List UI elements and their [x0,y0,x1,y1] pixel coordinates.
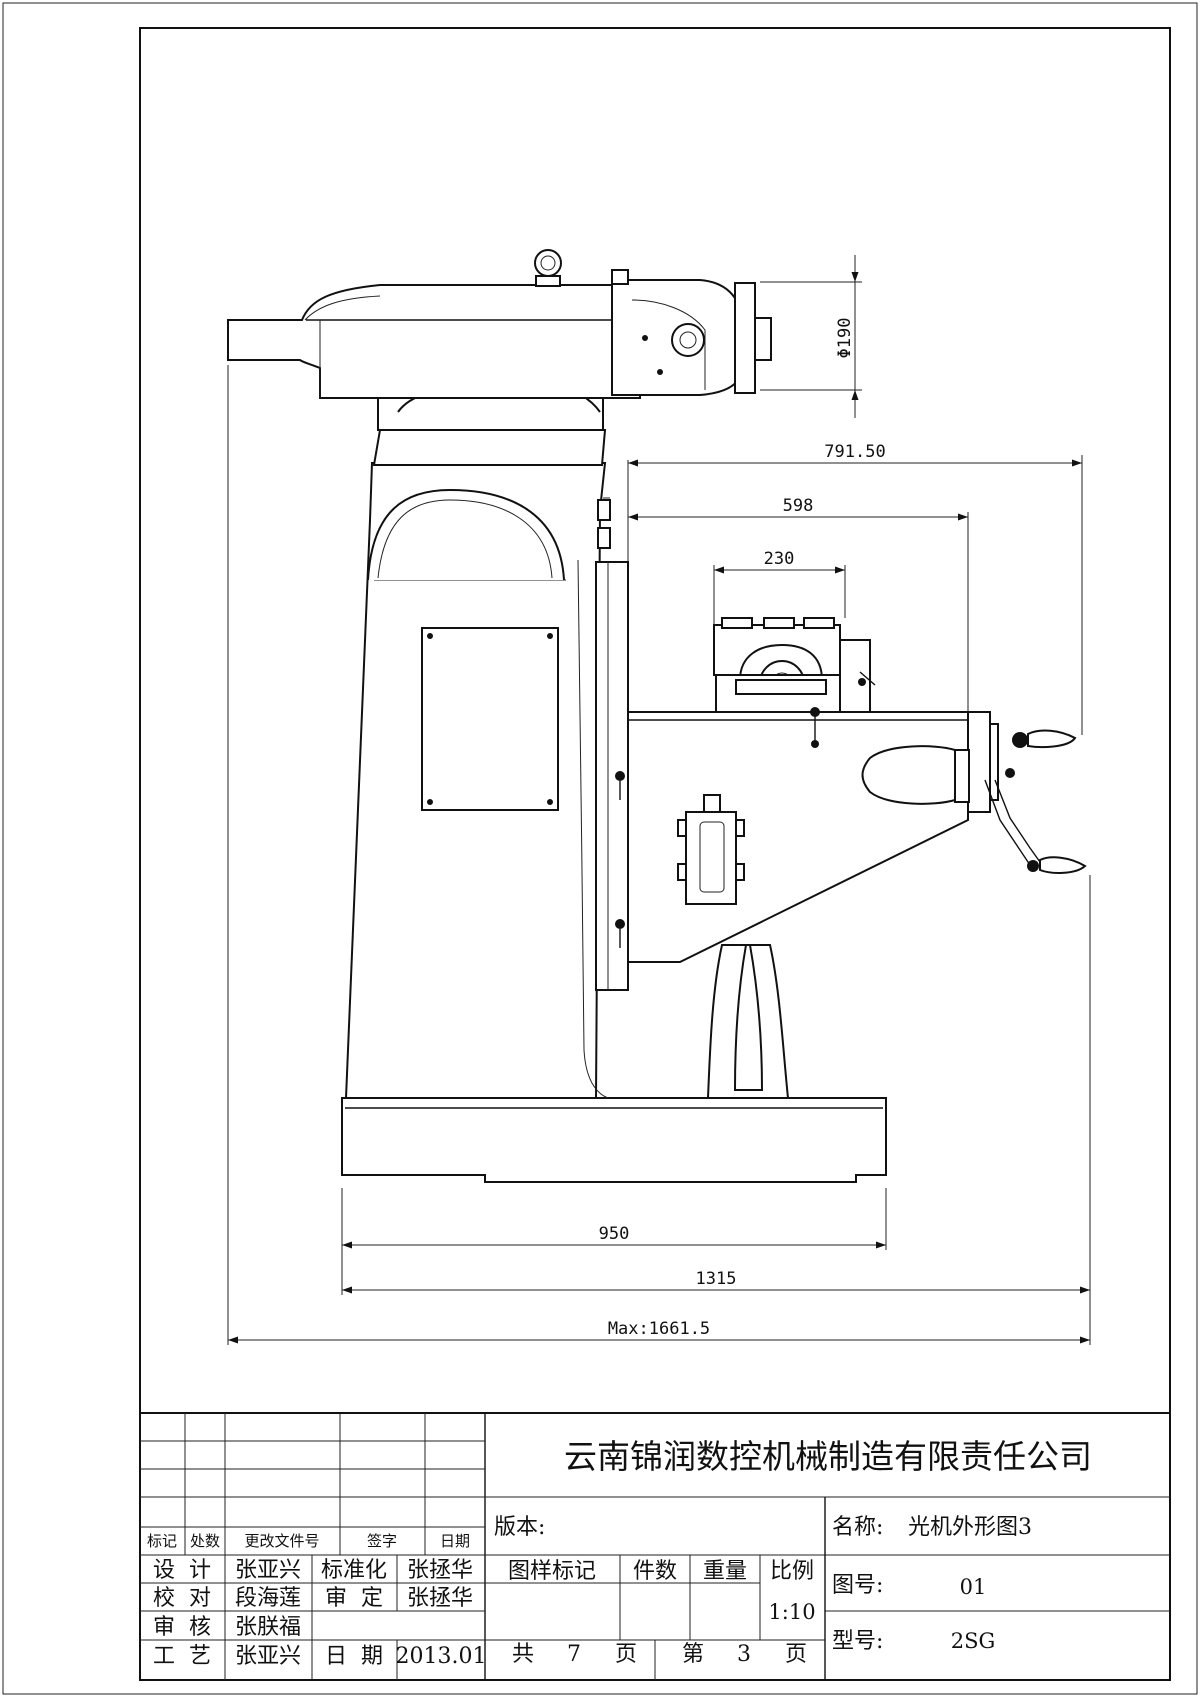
standard-label: 标准化 [321,1558,387,1583]
title-block: 云南锦润数控机械制造有限责任公司 标记 处数 更改文件号 签字 日期 设 计 张… [139,1412,1171,1681]
sheet-unit: 页 [785,1642,807,1667]
worktable [713,617,876,748]
standard-name: 张拯华 [407,1558,473,1583]
date-label: 日 期 [325,1644,383,1669]
column-cover-plate [421,627,559,811]
name-label: 名称: [832,1515,883,1540]
table-handwheel [861,711,1087,874]
dim-max: Max:1661.5 [608,1319,710,1339]
name-value: 光机外形图3 [908,1515,1032,1540]
dim-1315: 1315 [696,1269,737,1289]
dim-230: 230 [764,549,795,569]
company-name: 云南锦润数控机械制造有限责任公司 [564,1437,1092,1476]
dim-791: 791.50 [824,442,885,462]
dim-950: 950 [599,1224,630,1244]
stage-mark-label: 图样标记 [508,1559,596,1584]
drawing-no-value: 01 [960,1575,987,1599]
check-name: 段海莲 [235,1586,301,1611]
check-label: 校 对 [153,1586,211,1611]
milling-head [611,269,772,396]
header-change-doc: 更改文件号 [244,1532,319,1550]
header-signature: 签字 [367,1532,397,1550]
header-date: 日期 [440,1532,470,1550]
header-mark: 标记 [147,1532,177,1550]
lifting-eye-icon [534,249,562,287]
approve-label: 审 定 [325,1586,383,1611]
total-pages: 7 [567,1642,581,1667]
weight-label: 重量 [703,1559,747,1584]
sheet-label: 第 [682,1642,704,1667]
total-label: 共 [512,1642,534,1667]
dim-598: 598 [783,496,814,516]
machine-base [341,1097,887,1183]
header-zone: 处数 [190,1532,220,1550]
approve-name: 张拯华 [407,1586,473,1611]
design-name: 张亚兴 [235,1558,301,1583]
feed-box [677,794,745,905]
sheet-no: 3 [737,1642,751,1667]
model-label: 型号: [832,1629,883,1654]
version-label: 版本: [494,1515,545,1540]
date-value: 2013.01 [396,1644,487,1669]
process-name: 张亚兴 [235,1644,301,1669]
ram [227,284,641,399]
column-arch [367,488,565,581]
design-label: 设 计 [153,1558,211,1583]
model-value: 2SG [951,1629,996,1653]
process-label: 工 艺 [153,1644,211,1669]
drawing-no-label: 图号: [832,1573,883,1598]
total-page-unit: 页 [615,1642,637,1667]
review-name: 张朕福 [235,1615,301,1640]
milling-machine-drawing [227,249,1087,1183]
dim-diameter: Φ190 [835,318,855,359]
scale-value: 1:10 [768,1600,815,1624]
quantity-label: 件数 [633,1559,677,1584]
dimension-lines: Φ190 791.50 598 230 950 1315 Max:1661.5 [227,255,1091,1345]
review-label: 审 核 [153,1615,211,1640]
scale-label: 比例 [770,1559,814,1584]
turret-base [372,429,607,466]
